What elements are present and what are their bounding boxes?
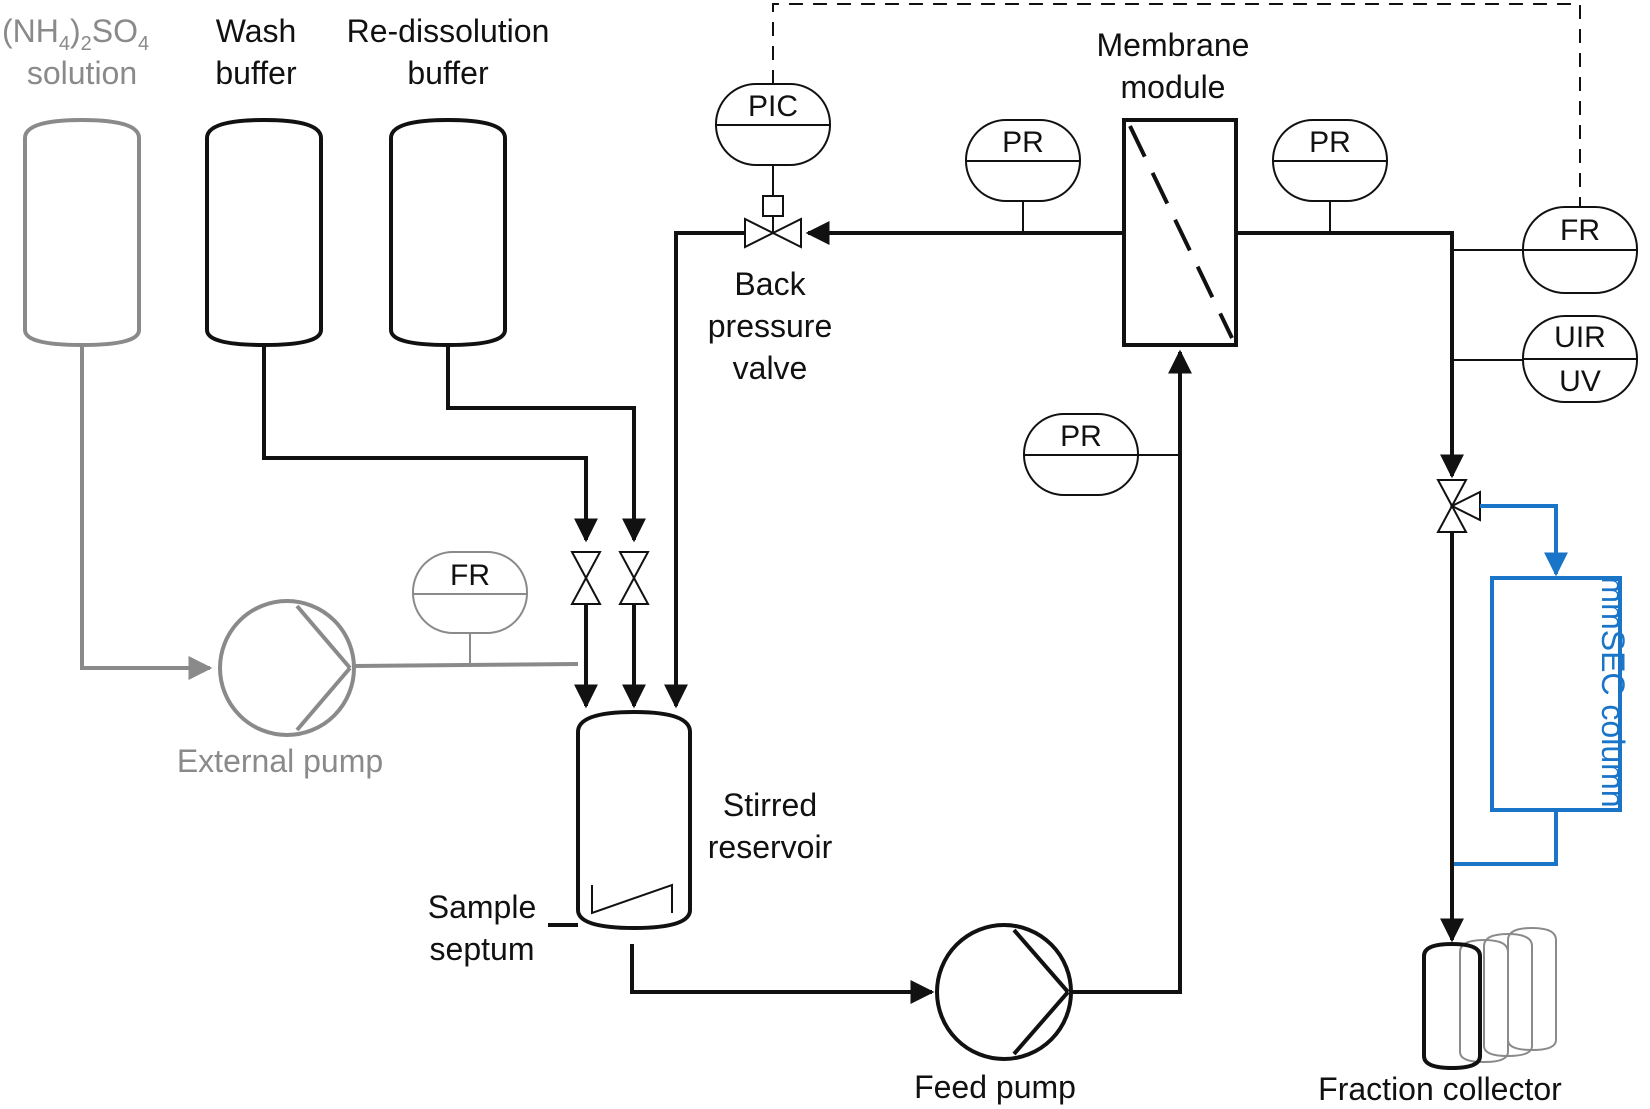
wash-buffer-label: Wash buffer [215, 13, 297, 91]
svg-text:Stirred: Stirred [723, 787, 817, 823]
external-pump-label: External pump [177, 743, 383, 779]
back-pressure-valve-label: Back pressure valve [708, 266, 833, 386]
svg-text:solution: solution [27, 55, 137, 91]
svg-text:Wash: Wash [216, 13, 297, 49]
retentate-return-line [664, 231, 745, 709]
sec-inlet-line [1480, 504, 1568, 577]
ammonium-sulfate-label: (NH4)2SO4 solution [2, 13, 149, 91]
svg-text:valve: valve [733, 350, 808, 386]
external-pump-outlet-line [353, 662, 579, 668]
svg-text:buffer: buffer [407, 55, 489, 91]
wash-buffer-tank [205, 117, 323, 348]
svg-text:Sample: Sample [428, 889, 537, 925]
svg-text:PR: PR [1309, 126, 1351, 159]
svg-text:FR: FR [450, 559, 490, 592]
feed-pump-label: Feed pump [914, 1069, 1076, 1105]
redissolution-valve[interactable] [618, 551, 650, 605]
svg-text:module: module [1121, 69, 1226, 105]
pr-feed-indicator: PR [1023, 413, 1139, 496]
membrane-module-label: Membrane module [1097, 27, 1250, 105]
permeate-line [1236, 231, 1464, 479]
wash-buffer-line [262, 345, 598, 543]
stirrer-icon [591, 883, 673, 915]
mmsec-column-label: mmSEC column [1595, 576, 1631, 807]
pic-controller: PIC [715, 83, 831, 166]
redissolution-buffer-label: Re-dissolution buffer [347, 13, 550, 91]
stirred-reservoir [576, 709, 692, 931]
sample-septum-label: Sample septum [428, 889, 537, 967]
svg-text:pressure: pressure [708, 308, 833, 344]
redissolution-line [446, 345, 646, 543]
three-way-valve[interactable] [1436, 479, 1481, 533]
svg-text:Back: Back [734, 266, 806, 302]
back-pressure-valve[interactable] [744, 195, 802, 249]
svg-text:PR: PR [1002, 126, 1044, 159]
svg-text:UIR: UIR [1554, 321, 1606, 354]
wash-buffer-valve[interactable] [570, 551, 602, 605]
redissolution-buffer-tank [389, 117, 507, 348]
svg-text:reservoir: reservoir [708, 829, 833, 865]
sec-outlet-line [1452, 810, 1558, 866]
external-pump [218, 599, 356, 737]
fr-right-indicator: FR [1522, 206, 1638, 294]
svg-text:Re-dissolution: Re-dissolution [347, 13, 550, 49]
ammonium-sulfate-line [80, 345, 213, 680]
svg-text:UV: UV [1559, 365, 1601, 398]
control-signal-line [772, 3, 1581, 207]
svg-text:Membrane: Membrane [1097, 27, 1250, 63]
fr-left-indicator: FR [412, 551, 528, 634]
pr-left-indicator: PR [965, 119, 1081, 202]
svg-text:FR: FR [1560, 214, 1600, 247]
reservoir-outlet-line [630, 944, 935, 1004]
fraction-collector [1422, 926, 1557, 1071]
feed-pump [935, 923, 1073, 1061]
pr-right-indicator: PR [1272, 119, 1388, 202]
svg-text:septum: septum [430, 931, 535, 967]
svg-text:PR: PR [1060, 420, 1102, 453]
uir-uv-indicator: UIR UV [1522, 315, 1638, 403]
membrane-module [1122, 118, 1238, 347]
svg-text:PIC: PIC [748, 90, 798, 123]
svg-text:buffer: buffer [215, 55, 297, 91]
feed-line [1071, 349, 1192, 994]
ammonium-sulfate-tank [23, 117, 141, 348]
fraction-collector-label: Fraction collector [1318, 1071, 1562, 1107]
svg-text:(NH4)2SO4: (NH4)2SO4 [2, 13, 149, 55]
stirred-reservoir-label: Stirred reservoir [708, 787, 833, 865]
